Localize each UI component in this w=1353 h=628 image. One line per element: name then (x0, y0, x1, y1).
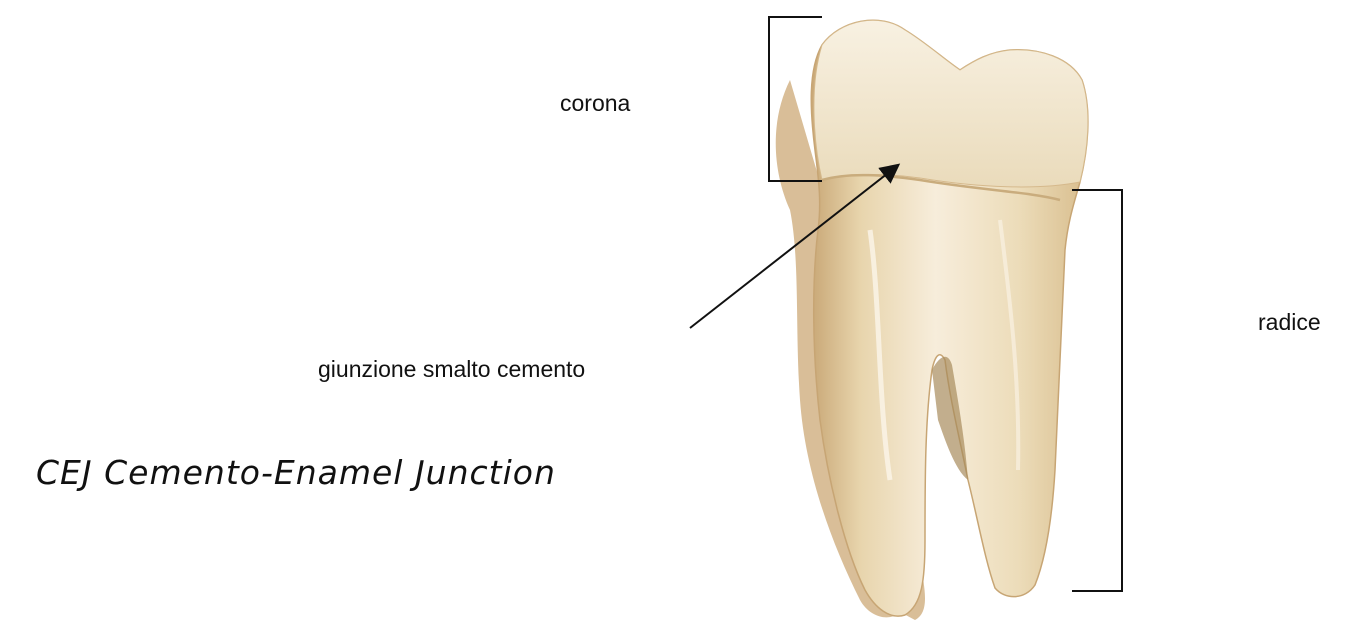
crown-label: corona (560, 90, 630, 117)
cej-italian-label: giunzione smalto cemento (318, 356, 585, 383)
cej-english-title: CEJ Cemento-Enamel Junction (36, 453, 556, 492)
tooth-crown (814, 20, 1088, 187)
root-bracket (1072, 190, 1122, 591)
root-label: radice (1258, 309, 1321, 336)
tooth-image (776, 20, 1088, 620)
